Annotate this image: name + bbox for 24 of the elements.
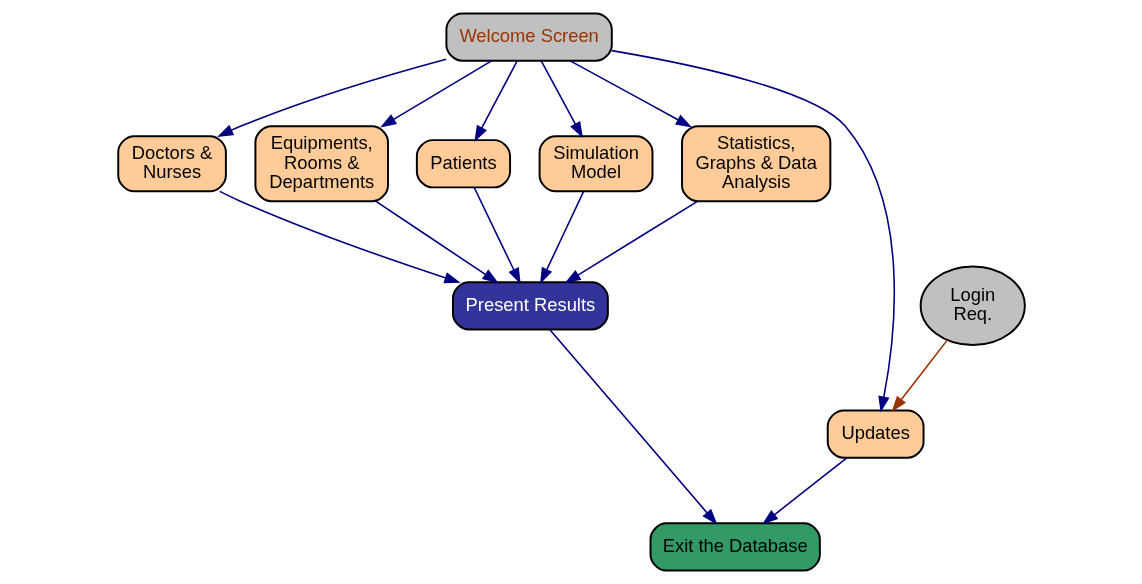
arrow bbox=[540, 60, 583, 139]
node-box: Exit the Database bbox=[649, 522, 821, 572]
arrow bbox=[568, 60, 692, 128]
node-box: Doctors & Nurses bbox=[116, 135, 227, 193]
node-box: Equipments, Rooms & Departments bbox=[253, 125, 389, 203]
arrow bbox=[218, 190, 461, 284]
arrow bbox=[216, 58, 447, 138]
node-box: Simulation Model bbox=[538, 135, 653, 193]
arrow bbox=[472, 186, 521, 285]
node-box: Patients bbox=[415, 139, 511, 189]
node-box: Present Results bbox=[451, 281, 609, 331]
node-box: Welcome Screen bbox=[444, 12, 613, 62]
arrow bbox=[891, 339, 948, 413]
node-box: Updates bbox=[826, 409, 925, 459]
arrow bbox=[610, 49, 895, 413]
arrow bbox=[539, 191, 584, 284]
arrow bbox=[374, 200, 499, 284]
arrow bbox=[548, 328, 717, 525]
arrow bbox=[379, 60, 492, 128]
arrow bbox=[473, 60, 518, 142]
node-ellipse: Login Req. bbox=[919, 265, 1026, 346]
node-box: Statistics, Graphs & Data Analysis bbox=[680, 125, 831, 203]
arrow bbox=[761, 457, 848, 525]
arrow bbox=[564, 200, 698, 284]
